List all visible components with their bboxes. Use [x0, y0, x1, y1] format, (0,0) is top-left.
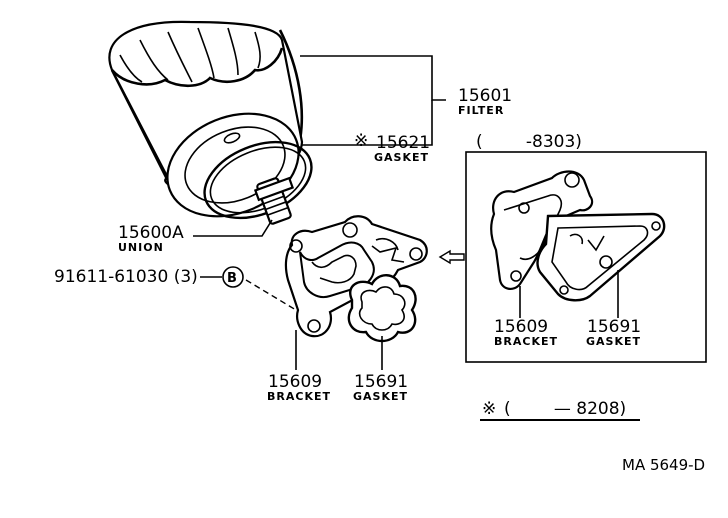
main-gasket	[347, 274, 417, 343]
note-mark: ※	[482, 399, 496, 419]
gasket-inset-number: 15691	[587, 317, 641, 337]
figure-id: MA 5649-D	[622, 456, 705, 474]
inset-frame	[465, 151, 707, 363]
leader-lines	[193, 55, 446, 370]
filter-name: FILTER	[458, 104, 504, 117]
gasket-top-number: 15621	[376, 133, 430, 153]
bracket-main-name: BRACKET	[267, 390, 331, 403]
bracket-inset-name: BRACKET	[494, 335, 558, 348]
note-range: ( — 8208)	[504, 399, 626, 419]
inset-arrow	[438, 249, 465, 265]
gasket-main-name: GASKET	[353, 390, 408, 403]
union-fitting	[253, 176, 295, 225]
main-bracket	[284, 215, 428, 338]
bolt-ref: B	[227, 271, 237, 286]
filter-number: 15601	[458, 86, 512, 106]
bolt-number: 91611-61030 (3)	[54, 267, 198, 287]
inset-leader-lines	[519, 270, 619, 318]
gasket-inset-name: GASKET	[586, 335, 641, 348]
gasket-top-name: GASKET	[374, 151, 429, 164]
bracket-main-number: 15609	[268, 372, 322, 392]
bolt-ref-circle	[222, 266, 244, 288]
gasket-top-mark: ※	[354, 131, 368, 151]
bracket-inset-number: 15609	[494, 317, 548, 337]
union-number: 15600A	[118, 223, 184, 243]
inset-gasket	[536, 212, 666, 302]
inset-range: ( -8303)	[476, 132, 582, 152]
union-name: UNION	[118, 241, 164, 254]
gasket-main-number: 15691	[354, 372, 408, 392]
